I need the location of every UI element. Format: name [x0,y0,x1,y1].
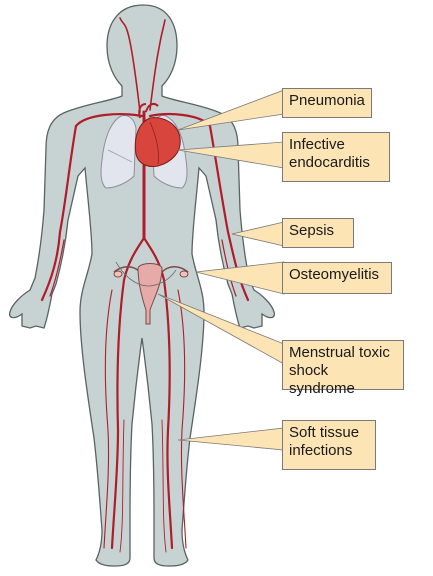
infective-endocarditis-label: Infective endocarditis [282,132,390,182]
soft-tissue-pointer [178,428,284,450]
soft-tissue-infections-label: Soft tissue infections [282,420,376,470]
menstrual-tss-label: Menstrual toxic shock syndrome [282,340,404,390]
sepsis-label: Sepsis [282,218,354,248]
left-ovary [114,271,122,277]
right-ovary [180,271,188,277]
pneumonia-label: Pneumonia [282,88,372,118]
osteomyelitis-label: Osteomyelitis [282,262,392,294]
